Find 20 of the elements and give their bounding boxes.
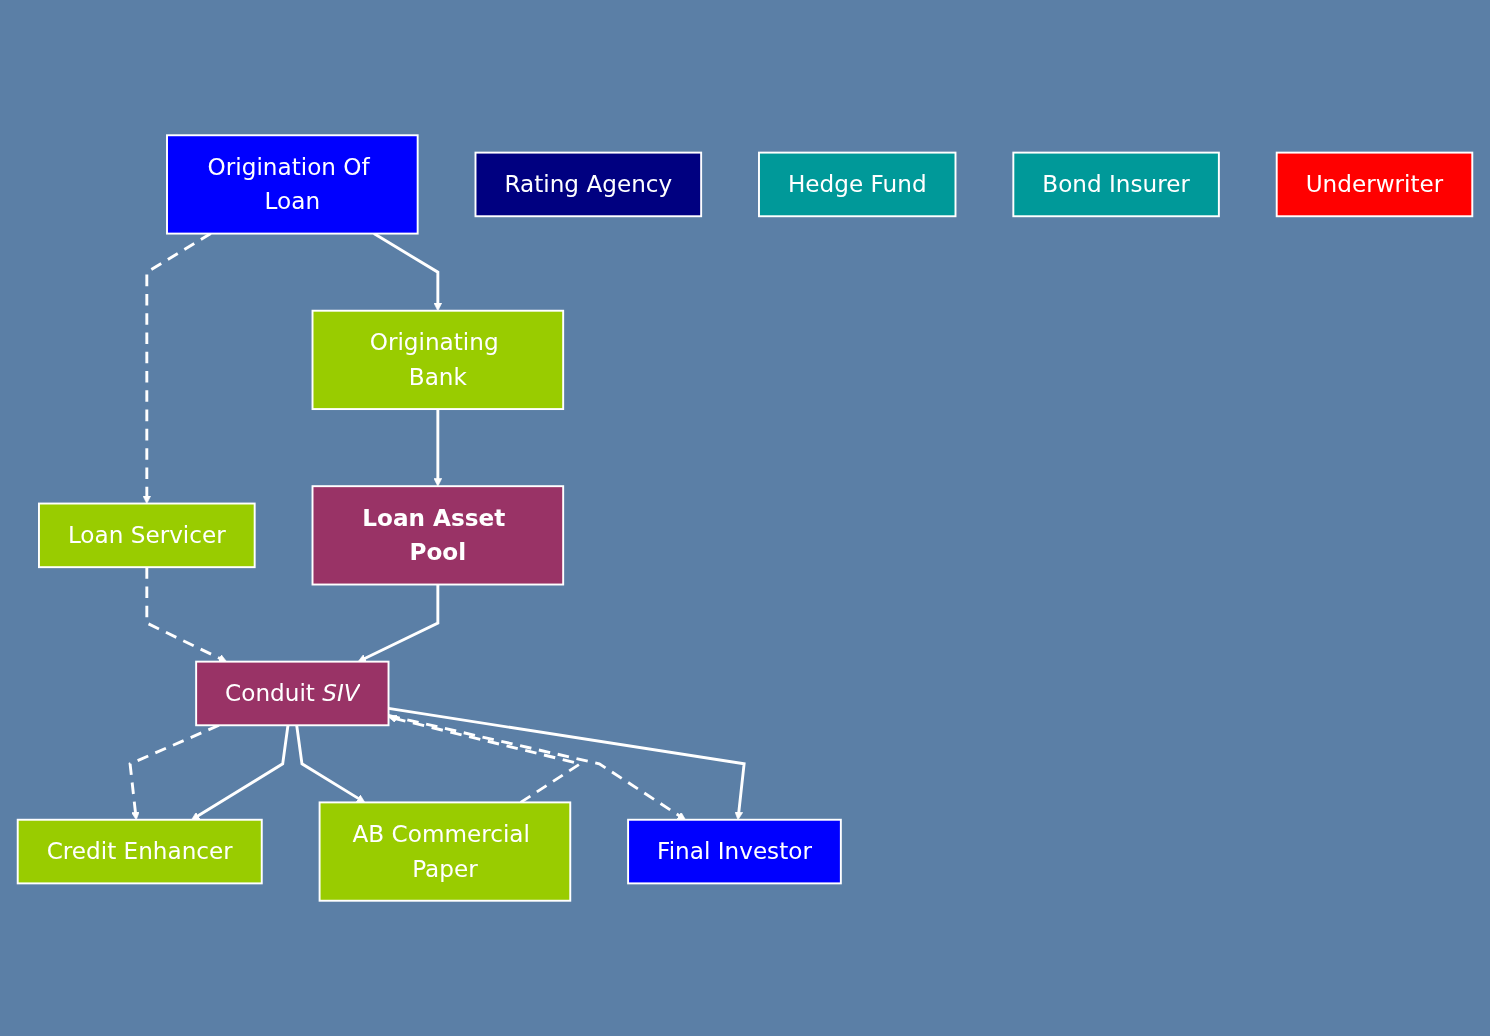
arrow	[295, 725, 366, 803]
arrow	[357, 584, 440, 663]
node-box: Originating Bank	[311, 309, 565, 411]
node-box: Underwriter	[1275, 151, 1474, 218]
arrow	[142, 232, 212, 504]
arrow	[388, 714, 686, 821]
node-box: Rating Agency	[474, 151, 703, 218]
arrow	[433, 409, 443, 487]
arrow	[373, 232, 443, 312]
node-box: Origination Of Loan	[166, 134, 419, 235]
node-box: Bond Insurer	[1012, 151, 1220, 218]
arrow	[388, 707, 746, 821]
node-box: AB Commercial Paper	[318, 801, 572, 902]
node-box: Loan Servicer	[38, 502, 256, 569]
node-box: Hedge Fund	[758, 151, 957, 218]
arrow	[145, 567, 227, 663]
node-box: Loan Asset Pool	[311, 485, 565, 586]
arrow	[191, 725, 290, 821]
node-box: Final Investor	[627, 818, 842, 885]
node-box: Credit Enhancer	[16, 818, 263, 885]
